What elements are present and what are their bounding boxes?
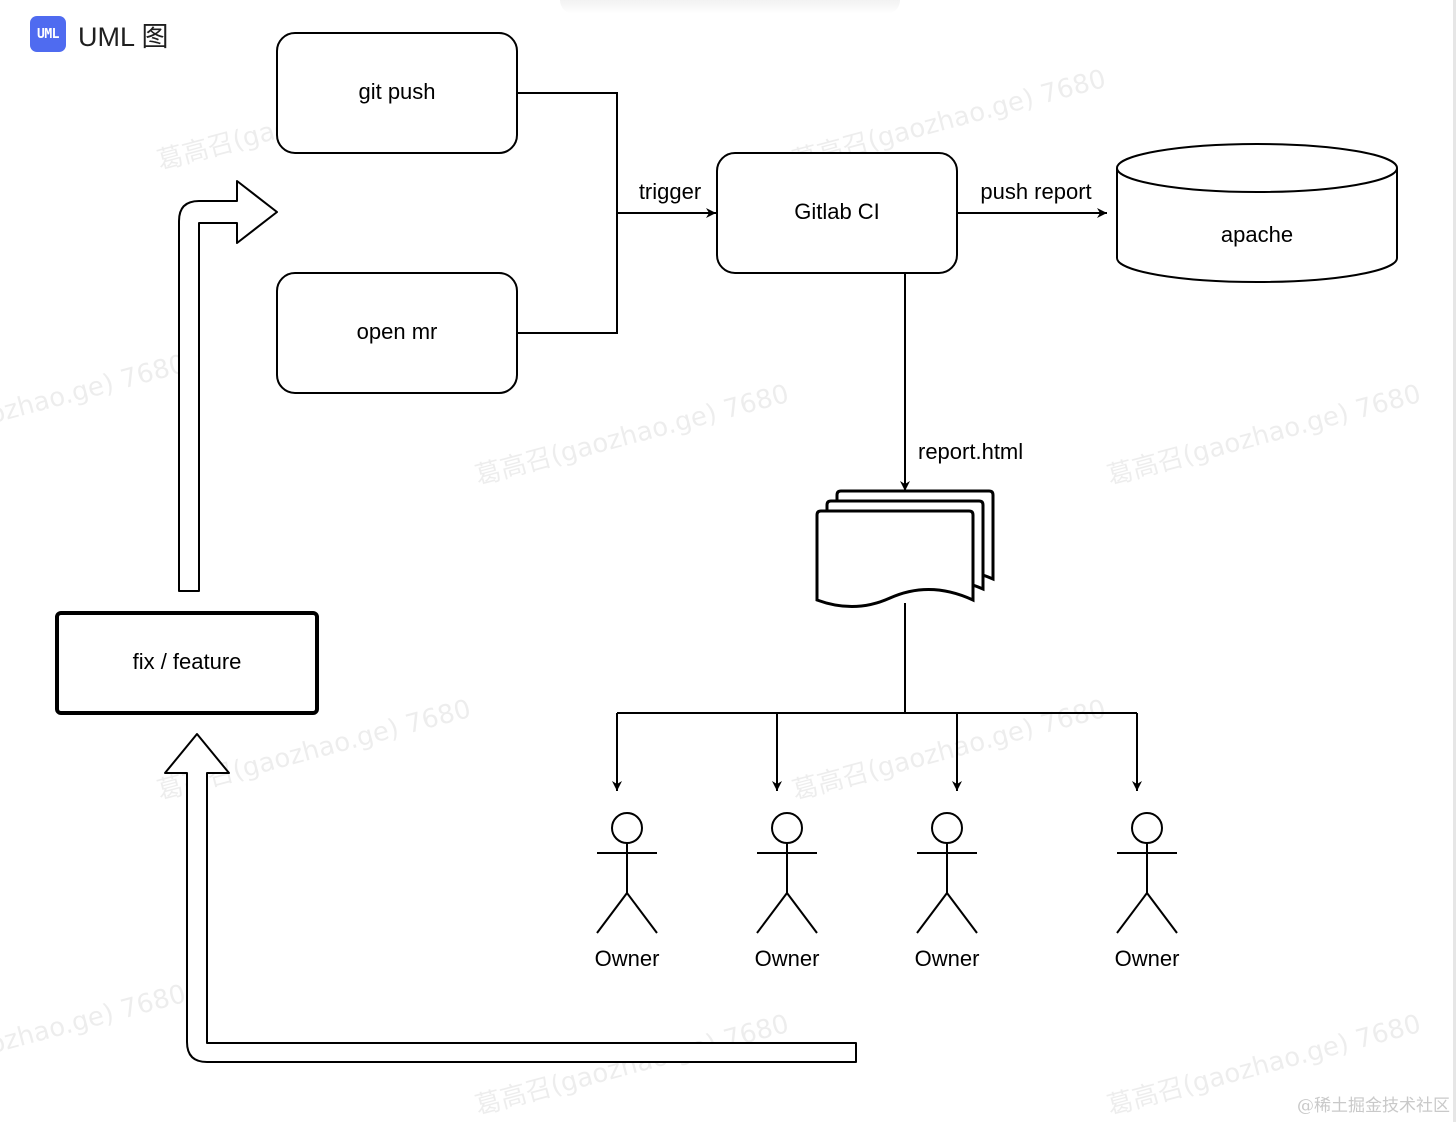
edge-git-push-to-merge	[517, 92, 618, 213]
watermark: 葛高召(gaozhao.ge) 7680	[472, 379, 792, 492]
edge-open-mr-to-merge	[517, 213, 618, 334]
top-shadow	[560, 0, 900, 14]
watermark: 葛高召(gaozhao.ge) 7680	[789, 694, 1109, 807]
site-credit: @稀土掘金技术社区	[1297, 1096, 1450, 1116]
actor-label: Owner	[1115, 946, 1180, 971]
node-open-mr[interactable]: open mr	[276, 272, 518, 394]
node-gitlab-ci[interactable]: Gitlab CI	[716, 152, 958, 274]
edge-label-trigger: trigger	[639, 179, 701, 204]
node-label: open mr	[357, 319, 438, 344]
edge-label-push-report: push report	[980, 179, 1091, 204]
edge-label-report-html: report.html	[918, 439, 1023, 464]
right-edge	[1453, 0, 1456, 1122]
uml-badge-icon: UML	[30, 16, 66, 52]
node-label: git push	[358, 79, 435, 104]
actor-owner-4[interactable]	[1116, 812, 1178, 934]
node-apache-database[interactable]: apache	[1116, 143, 1398, 283]
actor-owner-3[interactable]	[916, 812, 978, 934]
diagram-header: UML UML 图	[30, 16, 169, 52]
diagram-title: UML 图	[78, 21, 169, 52]
actor-label: Owner	[755, 946, 820, 971]
block-arrow-up-right	[178, 180, 278, 592]
multi-document-report-icon[interactable]	[815, 489, 995, 609]
node-git-push[interactable]: git push	[276, 32, 518, 154]
watermark: 葛高召(gaozhao.ge) 7680	[0, 979, 189, 1092]
node-label: Gitlab CI	[794, 199, 880, 224]
actor-owner-1[interactable]	[596, 812, 658, 934]
watermark: 葛高召(gaozhao.ge) 7680	[472, 1009, 792, 1122]
block-arrow-loop-back	[164, 733, 857, 1063]
connectors	[517, 92, 1142, 791]
actor-label: Owner	[595, 946, 660, 971]
actor-label: Owner	[915, 946, 980, 971]
node-fix-feature[interactable]: fix / feature	[55, 611, 319, 715]
watermark: 葛高召(gaozhao.ge) 7680	[1104, 379, 1424, 492]
node-label: fix / feature	[133, 649, 242, 674]
node-label: apache	[1221, 222, 1293, 247]
watermark: 葛高召(gaozhao.ge) 7680	[0, 349, 189, 462]
actor-owner-2[interactable]	[756, 812, 818, 934]
